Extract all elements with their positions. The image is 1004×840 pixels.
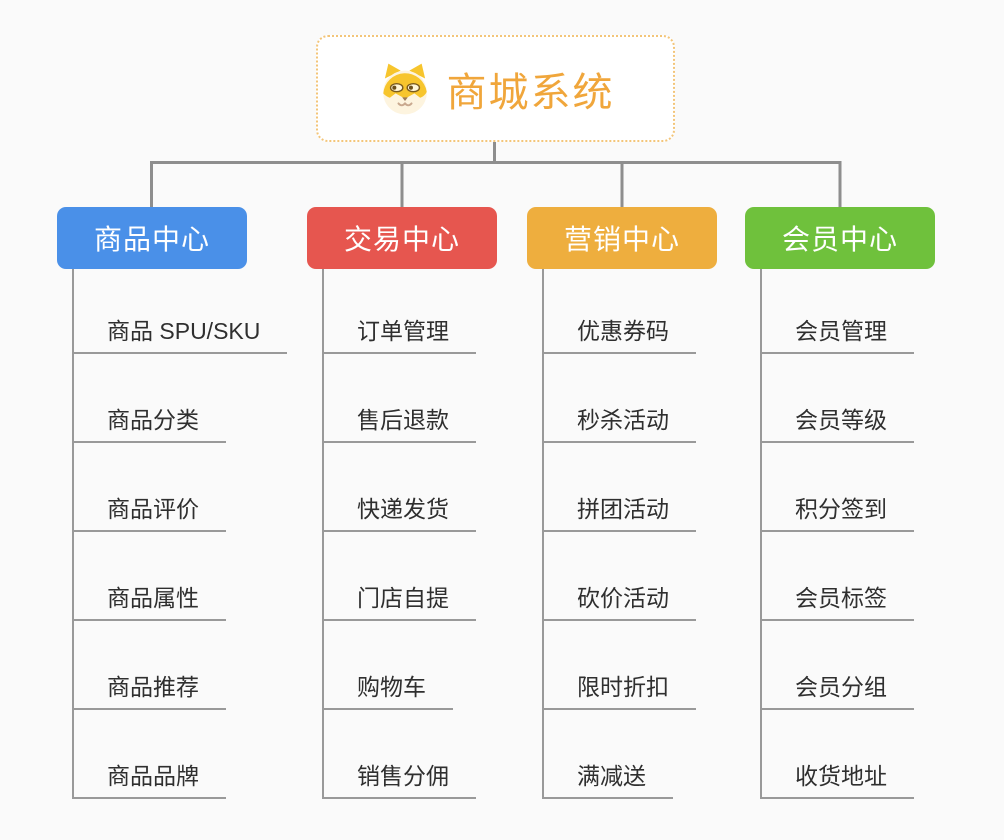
- branch-children-marketing-center: 优惠券码 秒杀活动 拼团活动 砍价活动 限时折扣 满减送: [542, 269, 717, 799]
- branch-product-center: 商品中心 商品 SPU/SKU 商品分类 商品评价 商品属性 商品推荐 商品品牌: [57, 207, 288, 799]
- subtopic[interactable]: 会员分组: [762, 672, 914, 710]
- branch-children-member-center: 会员管理 会员等级 积分签到 会员标签 会员分组 收货地址: [760, 269, 935, 799]
- branch-member-center: 会员中心 会员管理 会员等级 积分签到 会员标签 会员分组 收货地址: [745, 207, 935, 799]
- subtopic[interactable]: 限时折扣: [544, 672, 696, 710]
- branch-children-product-center: 商品 SPU/SKU 商品分类 商品评价 商品属性 商品推荐 商品品牌: [72, 269, 288, 799]
- subtopic[interactable]: 订单管理: [324, 316, 476, 354]
- branch-trade-center: 交易中心 订单管理 售后退款 快递发货 门店自提 购物车 销售分佣: [307, 207, 497, 799]
- root-label: 商城系统: [446, 70, 615, 115]
- subtopic[interactable]: 收货地址: [762, 761, 914, 799]
- subtopic[interactable]: 满减送: [544, 761, 673, 799]
- subtopic[interactable]: 积分签到: [762, 494, 914, 532]
- subtopic[interactable]: 会员管理: [762, 316, 914, 354]
- subtopic[interactable]: 商品 SPU/SKU: [74, 316, 288, 354]
- shiba-dog-icon: [377, 61, 433, 117]
- subtopic[interactable]: 会员等级: [762, 405, 914, 443]
- subtopic[interactable]: 秒杀活动: [544, 405, 696, 443]
- branch-node-marketing-center[interactable]: 营销中心: [527, 207, 717, 269]
- branch-node-trade-center[interactable]: 交易中心: [307, 207, 497, 269]
- branch-label: 交易中心: [343, 224, 460, 255]
- branch-label: 会员中心: [781, 224, 898, 255]
- branch-marketing-center: 营销中心 优惠券码 秒杀活动 拼团活动 砍价活动 限时折扣 满减送: [527, 207, 717, 799]
- subtopic[interactable]: 商品评价: [74, 494, 226, 532]
- subtopic[interactable]: 优惠券码: [544, 316, 696, 354]
- branch-label: 商品中心: [93, 224, 210, 255]
- branch-node-product-center[interactable]: 商品中心: [57, 207, 247, 269]
- subtopic[interactable]: 销售分佣: [324, 761, 476, 799]
- branch-label: 营销中心: [563, 224, 680, 255]
- subtopic[interactable]: 砍价活动: [544, 583, 696, 621]
- subtopic[interactable]: 拼团活动: [544, 494, 696, 532]
- subtopic[interactable]: 会员标签: [762, 583, 914, 621]
- branch-children-trade-center: 订单管理 售后退款 快递发货 门店自提 购物车 销售分佣: [322, 269, 497, 799]
- subtopic[interactable]: 商品推荐: [74, 672, 226, 710]
- subtopic[interactable]: 购物车: [324, 672, 453, 710]
- root-node[interactable]: 商城系统: [316, 35, 675, 142]
- subtopic[interactable]: 售后退款: [324, 405, 476, 443]
- subtopic[interactable]: 门店自提: [324, 583, 476, 621]
- subtopic[interactable]: 商品属性: [74, 583, 226, 621]
- branch-node-member-center[interactable]: 会员中心: [745, 207, 935, 269]
- subtopic[interactable]: 商品分类: [74, 405, 226, 443]
- subtopic[interactable]: 商品品牌: [74, 761, 226, 799]
- subtopic[interactable]: 快递发货: [324, 494, 476, 532]
